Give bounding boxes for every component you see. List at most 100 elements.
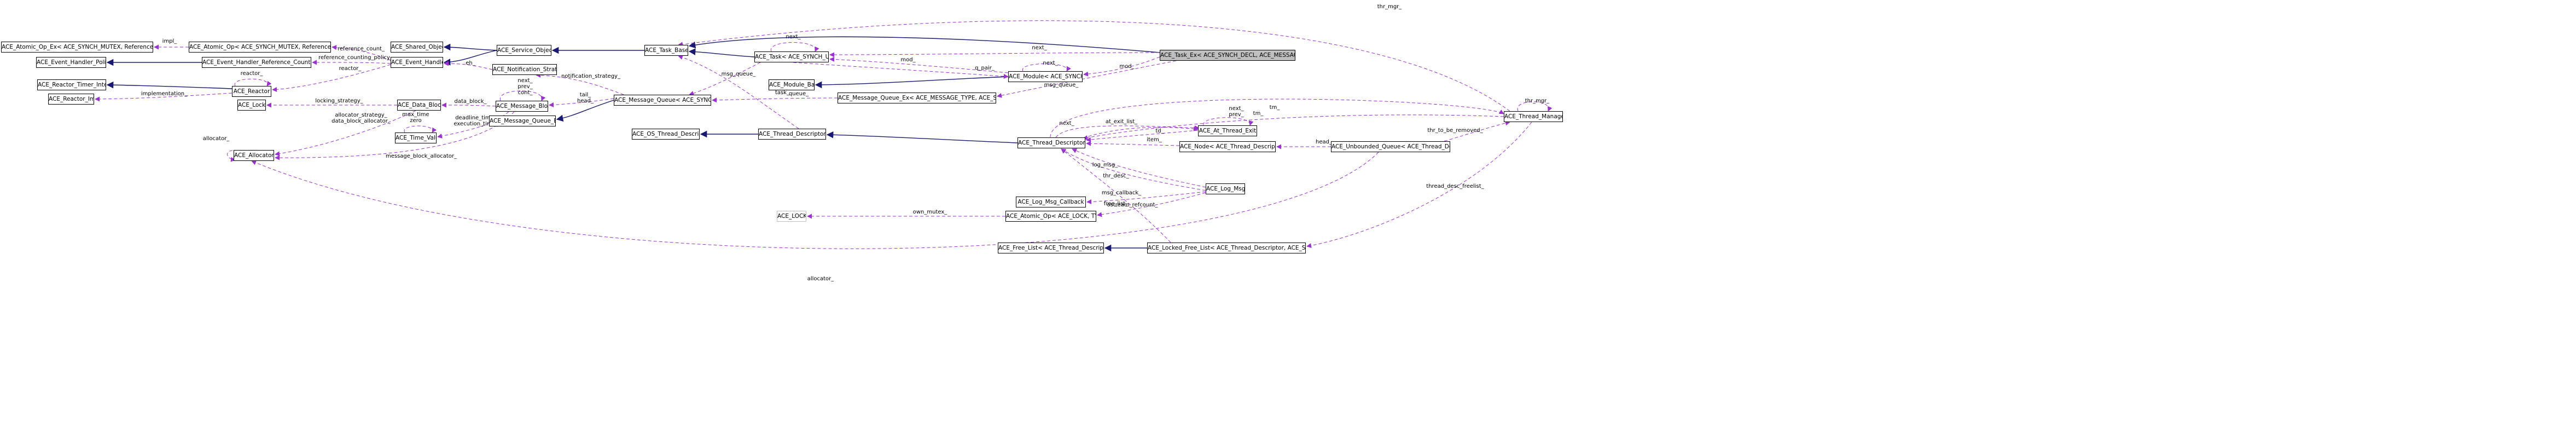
edge-label-impl: impl_	[162, 38, 178, 44]
edge-label-reactor-self: reactor_	[241, 71, 264, 77]
edge-label-eh: eh_	[466, 60, 475, 66]
node-task[interactable]: ACE_Task< ACE_SYNCH_USE >	[754, 51, 829, 62]
inherit-service-to-event-handler	[443, 50, 497, 66]
edge-label-thr-desc: thr_desc_	[1103, 173, 1130, 179]
node-task-ex[interactable]: ACE_Task_Ex< ACE_SYNCH_DECL, ACE_MESSAGE…	[1160, 50, 1295, 61]
edge-label-next-task: next_	[1032, 45, 1047, 51]
node-message-queue-ex[interactable]: ACE_Message_Queue_Ex< ACE_MESSAGE_TYPE, …	[838, 93, 996, 103]
node-event-handler-policy[interactable]: ACE_Event_Handler_Policy	[36, 57, 106, 68]
inherit-reactor-to-timer-iface	[106, 81, 232, 89]
node-lock[interactable]: ACE_Lock	[237, 100, 266, 111]
node-module-base[interactable]: ACE_Module_Base	[769, 79, 815, 90]
node-message-block[interactable]: ACE_Message_Block	[496, 101, 548, 112]
use-refcount-policy	[312, 60, 391, 65]
edge-label-log-msg: log_msg_	[1092, 162, 1119, 168]
node-node-thread-descriptor[interactable]: ACE_Node< ACE_Thread_Descriptor * >	[1179, 141, 1276, 152]
node-data-block[interactable]: ACE_Data_Block	[397, 100, 441, 111]
node-locked-free-list[interactable]: ACE_Locked_Free_List< ACE_Thread_Descrip…	[1147, 243, 1306, 253]
node-ace-lock-template[interactable]: ACE_LOCK	[777, 211, 806, 222]
node-log-msg-callback[interactable]: ACE_Log_Msg_Callback	[1016, 197, 1086, 207]
inherit-taskex-to-taskbase	[688, 36, 1160, 53]
node-reactor-impl[interactable]: ACE_Reactor_Impl	[48, 94, 94, 105]
use-at-self	[1203, 117, 1254, 126]
node-thread-descriptor[interactable]: ACE_Thread_Descriptor	[1017, 137, 1085, 148]
node-at-thread-exit[interactable]: ACE_At_Thread_Exit	[1198, 125, 1257, 136]
edge-label-msg-queue: msg_queue_	[722, 71, 757, 77]
node-os-thread-descriptor[interactable]: ACE_OS_Thread_Descriptor	[632, 129, 700, 140]
use-allocator-self	[227, 150, 239, 162]
edge-label-locking-strategy: locking_strategy_	[315, 98, 363, 104]
node-atomic-op-ex-refcount[interactable]: ACE_Atomic_Op_Ex< ACE_SYNCH_MUTEX, Refer…	[1, 42, 153, 53]
edge-label-next-task-self: next_	[786, 34, 801, 40]
use-logmsg-ostream	[1097, 192, 1206, 217]
edge-label-reference-counting-policy: reference_counting_policy_	[318, 55, 393, 61]
edge-label-message-block-allocator: message_block_allocator_	[386, 153, 457, 159]
inherit-service-to-shared	[443, 43, 497, 51]
node-notification-strategy[interactable]: ACE_Notification_Strategy	[492, 64, 557, 75]
node-free-list[interactable]: ACE_Free_List< ACE_Thread_Descriptor >	[998, 243, 1104, 253]
use-taskbase-thrmgr	[678, 20, 1510, 112]
node-event-handler[interactable]: ACE_Event_Handler	[391, 57, 443, 68]
node-message-queue-base[interactable]: ACE_Message_Queue_Base	[489, 116, 556, 126]
inherit-module-to-module-base	[815, 76, 1009, 89]
node-reactor-timer-interface[interactable]: ACE_Reactor_Timer_Interface	[37, 79, 106, 90]
inherit-td-to-tdbase	[826, 131, 1018, 143]
node-unbounded-queue[interactable]: ACE_Unbounded_Queue< ACE_Thread_Descript…	[1331, 141, 1450, 152]
edge-label-next-at: next_	[1059, 120, 1074, 126]
edge-label-item: item_	[1147, 137, 1162, 143]
node-time-value[interactable]: ACE_Time_Value	[395, 132, 437, 143]
node-allocator[interactable]: ACE_Allocator	[234, 150, 274, 161]
use-task-self-next	[771, 42, 819, 52]
edge-label-implementation: implementation_	[141, 91, 188, 97]
use-unbounded-thrmgr	[1444, 120, 1510, 142]
node-reactor[interactable]: ACE_Reactor	[232, 86, 271, 97]
edge-label-deadline-execution-time: deadline_time_execution_time_	[453, 115, 498, 127]
use-ns-eh	[444, 61, 493, 70]
node-atomic-op-lock-type[interactable]: ACE_Atomic_Op< ACE_LOCK, TYPE >	[1005, 211, 1096, 222]
use-tdbase-task	[678, 55, 799, 129]
node-module[interactable]: ACE_Module< ACE_SYNCH_USE >	[1008, 71, 1083, 82]
use-reactor-self	[234, 78, 272, 86]
inherit-task-to-taskbase	[688, 48, 755, 57]
edge-label-own-mutex: own_mutex_	[913, 209, 948, 215]
node-atomic-op-refcount[interactable]: ACE_Atomic_Op< ACE_SYNCH_MUTEX, Referenc…	[189, 42, 331, 53]
use-reactor-impl	[95, 93, 232, 102]
node-task-base[interactable]: ACE_Task_Base	[644, 45, 688, 56]
edge-label-task: task_	[775, 90, 790, 96]
inherit-mq-to-mq-base	[556, 100, 614, 122]
use-timevalue-self	[404, 125, 437, 133]
use-td-self	[1055, 125, 1200, 138]
use-refcount	[332, 45, 391, 61]
node-shared-object[interactable]: ACE_Shared_Object	[391, 42, 443, 53]
node-log-msg[interactable]: ACE_Log_Msg	[1206, 183, 1245, 194]
edge-label-next-module: next_	[1043, 60, 1058, 66]
use-td-atexit	[1083, 126, 1199, 139]
edge-label-td: td_	[1155, 128, 1164, 134]
use-td-tm-arrow	[1050, 99, 1504, 138]
use-node-td	[1086, 141, 1180, 146]
use-mq-ns	[536, 72, 624, 95]
edge-label-ostream-refcount: ostream_refcount_	[1107, 202, 1159, 208]
edge-label-thread-desc-freelist: thread_desc_freelist_	[1426, 183, 1484, 189]
node-thread-manager[interactable]: ACE_Thread_Manager	[1504, 111, 1563, 122]
edge-label-allocator-self: allocator_	[203, 136, 230, 142]
use-tm-freelist	[1306, 122, 1532, 248]
edge-label-mod-ex: mod_	[1119, 64, 1135, 70]
edge-label-next-prev-at: next_prev_	[1229, 106, 1244, 118]
use-td-tm	[1083, 114, 1504, 140]
use-module-task	[829, 56, 1009, 73]
node-thread-descriptor-base[interactable]: ACE_Thread_Descriptor_Base	[758, 129, 826, 140]
use-queue-mq	[712, 97, 838, 103]
edge-label-next-prev-cont: next_prev_cont_	[517, 78, 533, 96]
edge-label-msg-callback: msg_callback_	[1102, 190, 1142, 196]
use-logmsg-thrdesc	[1061, 148, 1206, 191]
node-service-object[interactable]: ACE_Service_Object	[497, 45, 551, 56]
node-event-handler-refcount-policy[interactable]: ACE_Event_Handler_Reference_Counting_Pol…	[202, 57, 311, 68]
node-message-queue[interactable]: ACE_Message_Queue< ACE_SYNCH_USE >	[614, 95, 711, 106]
use-logmsg-td	[1072, 148, 1206, 188]
edge-label-allocator-bottom: allocator_	[807, 276, 835, 282]
edge-label-queue: queue_	[789, 91, 809, 97]
